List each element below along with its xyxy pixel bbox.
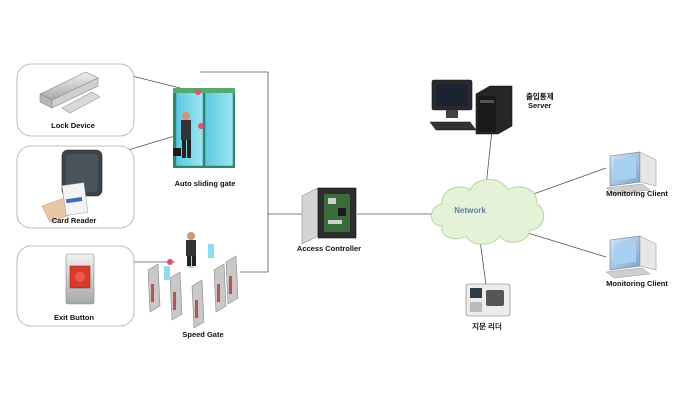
exit-button-icon [65,253,95,305]
card-reader-label: Card Reader [51,216,97,225]
card-reader-icon [41,149,103,223]
monitoring-client-2-icon [605,235,657,279]
network-cloud [431,179,545,245]
auto-sliding-gate-icon [173,88,235,168]
monitoring-client-2-label: Monitoring Client [606,279,668,288]
access-controller-icon [301,187,357,245]
server-icon [429,79,513,135]
speed-gate-icon [147,232,239,329]
monitoring-client-1-icon [605,151,657,195]
server-label-line2: Server [528,101,552,110]
auto-sliding-gate-label: Auto sliding gate [174,179,236,188]
monitoring-client-1-label: Monitoring Client [606,189,668,198]
exit-button-label: Exit Button [54,313,94,322]
lock-device-panel [16,63,135,137]
connector-lines [127,71,607,286]
lock-device-icon [39,71,101,114]
access-controller-label: Access Controller [296,244,362,253]
lock-device-label: Lock Device [51,121,95,130]
speed-gate-label: Speed Gate [182,330,224,339]
network-label: Network [454,206,486,215]
fingerprint-reader-label: 지문 리더 [472,322,502,331]
server-label-line1: 출입통제 [526,92,554,101]
fingerprint-reader-icon [465,283,511,317]
